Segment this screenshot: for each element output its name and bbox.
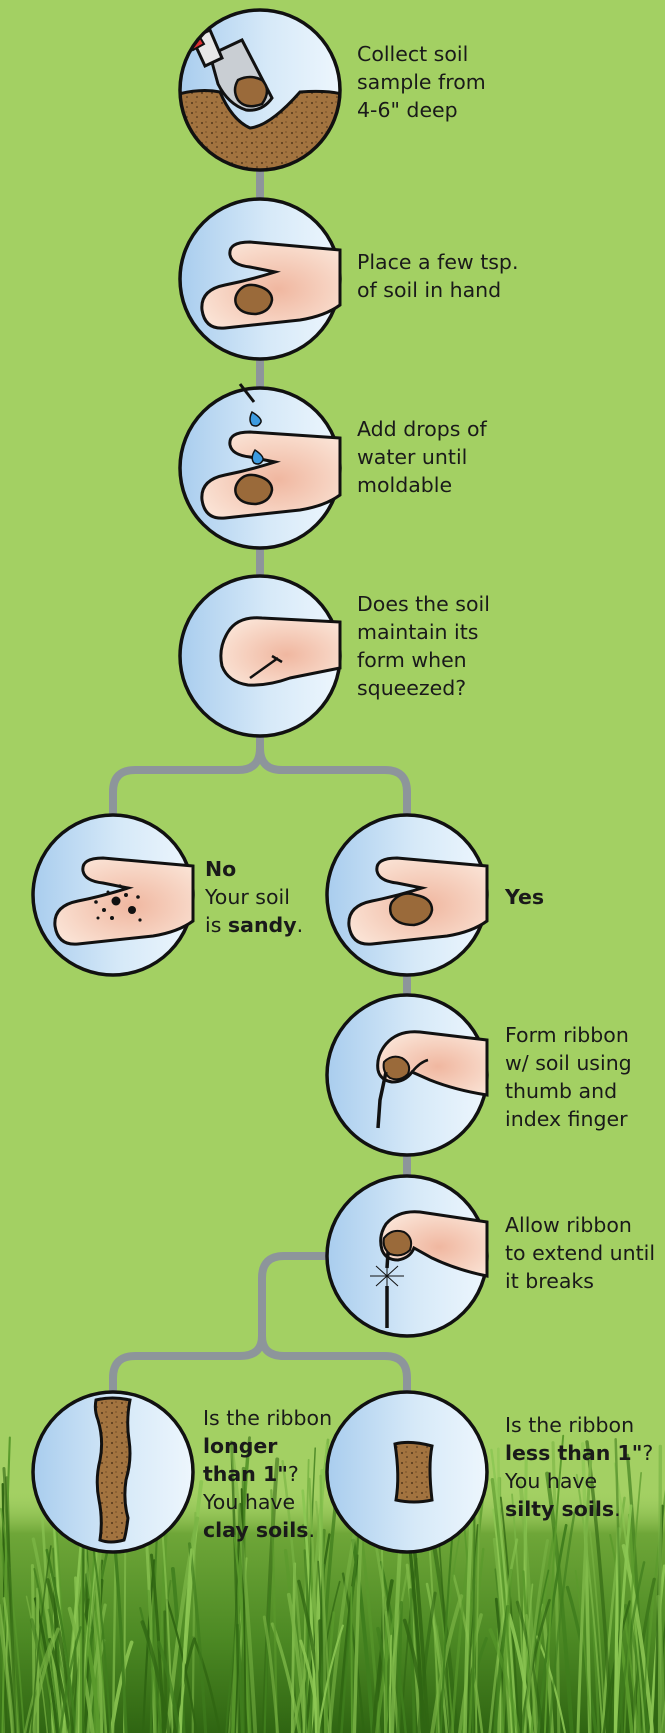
silty-result: silty soils xyxy=(505,1497,614,1521)
step-squeeze xyxy=(180,576,340,736)
step-ribbon-break xyxy=(327,1176,487,1336)
step-clay xyxy=(33,1392,193,1552)
sandy-result: sandy xyxy=(228,913,297,937)
ribbon-break-label: Allow ribbon to extend until it breaks xyxy=(505,1211,655,1295)
short-ribbon-icon xyxy=(395,1442,432,1502)
no-title: No xyxy=(205,857,236,881)
squeeze-question: Does the soil maintain its form when squ… xyxy=(357,590,490,702)
grass-blade xyxy=(660,1446,661,1733)
step-no-sandy xyxy=(33,815,193,975)
step-place xyxy=(180,199,340,359)
silty-label: Is the ribbon less than 1"? You have sil… xyxy=(505,1411,653,1523)
long-ribbon-icon xyxy=(95,1398,130,1542)
collect-label: Collect soil sample from 4-6" deep xyxy=(357,40,486,124)
step-ribbon-form xyxy=(327,995,487,1155)
no-branch-label: No Your soil is sandy. xyxy=(205,855,303,939)
clay-label: Is the ribbon longer than 1"? You have c… xyxy=(203,1404,332,1544)
yes-branch-label: Yes xyxy=(505,883,544,911)
step-silty xyxy=(327,1392,487,1552)
grass-blade xyxy=(351,1587,352,1733)
step-water xyxy=(180,384,340,548)
clay-result: clay soils xyxy=(203,1518,308,1542)
place-label: Place a few tsp. of soil in hand xyxy=(357,248,518,304)
ribbon-form-label: Form ribbon w/ soil using thumb and inde… xyxy=(505,1021,632,1133)
step-yes xyxy=(327,815,487,975)
water-label: Add drops of water until moldable xyxy=(357,415,487,499)
